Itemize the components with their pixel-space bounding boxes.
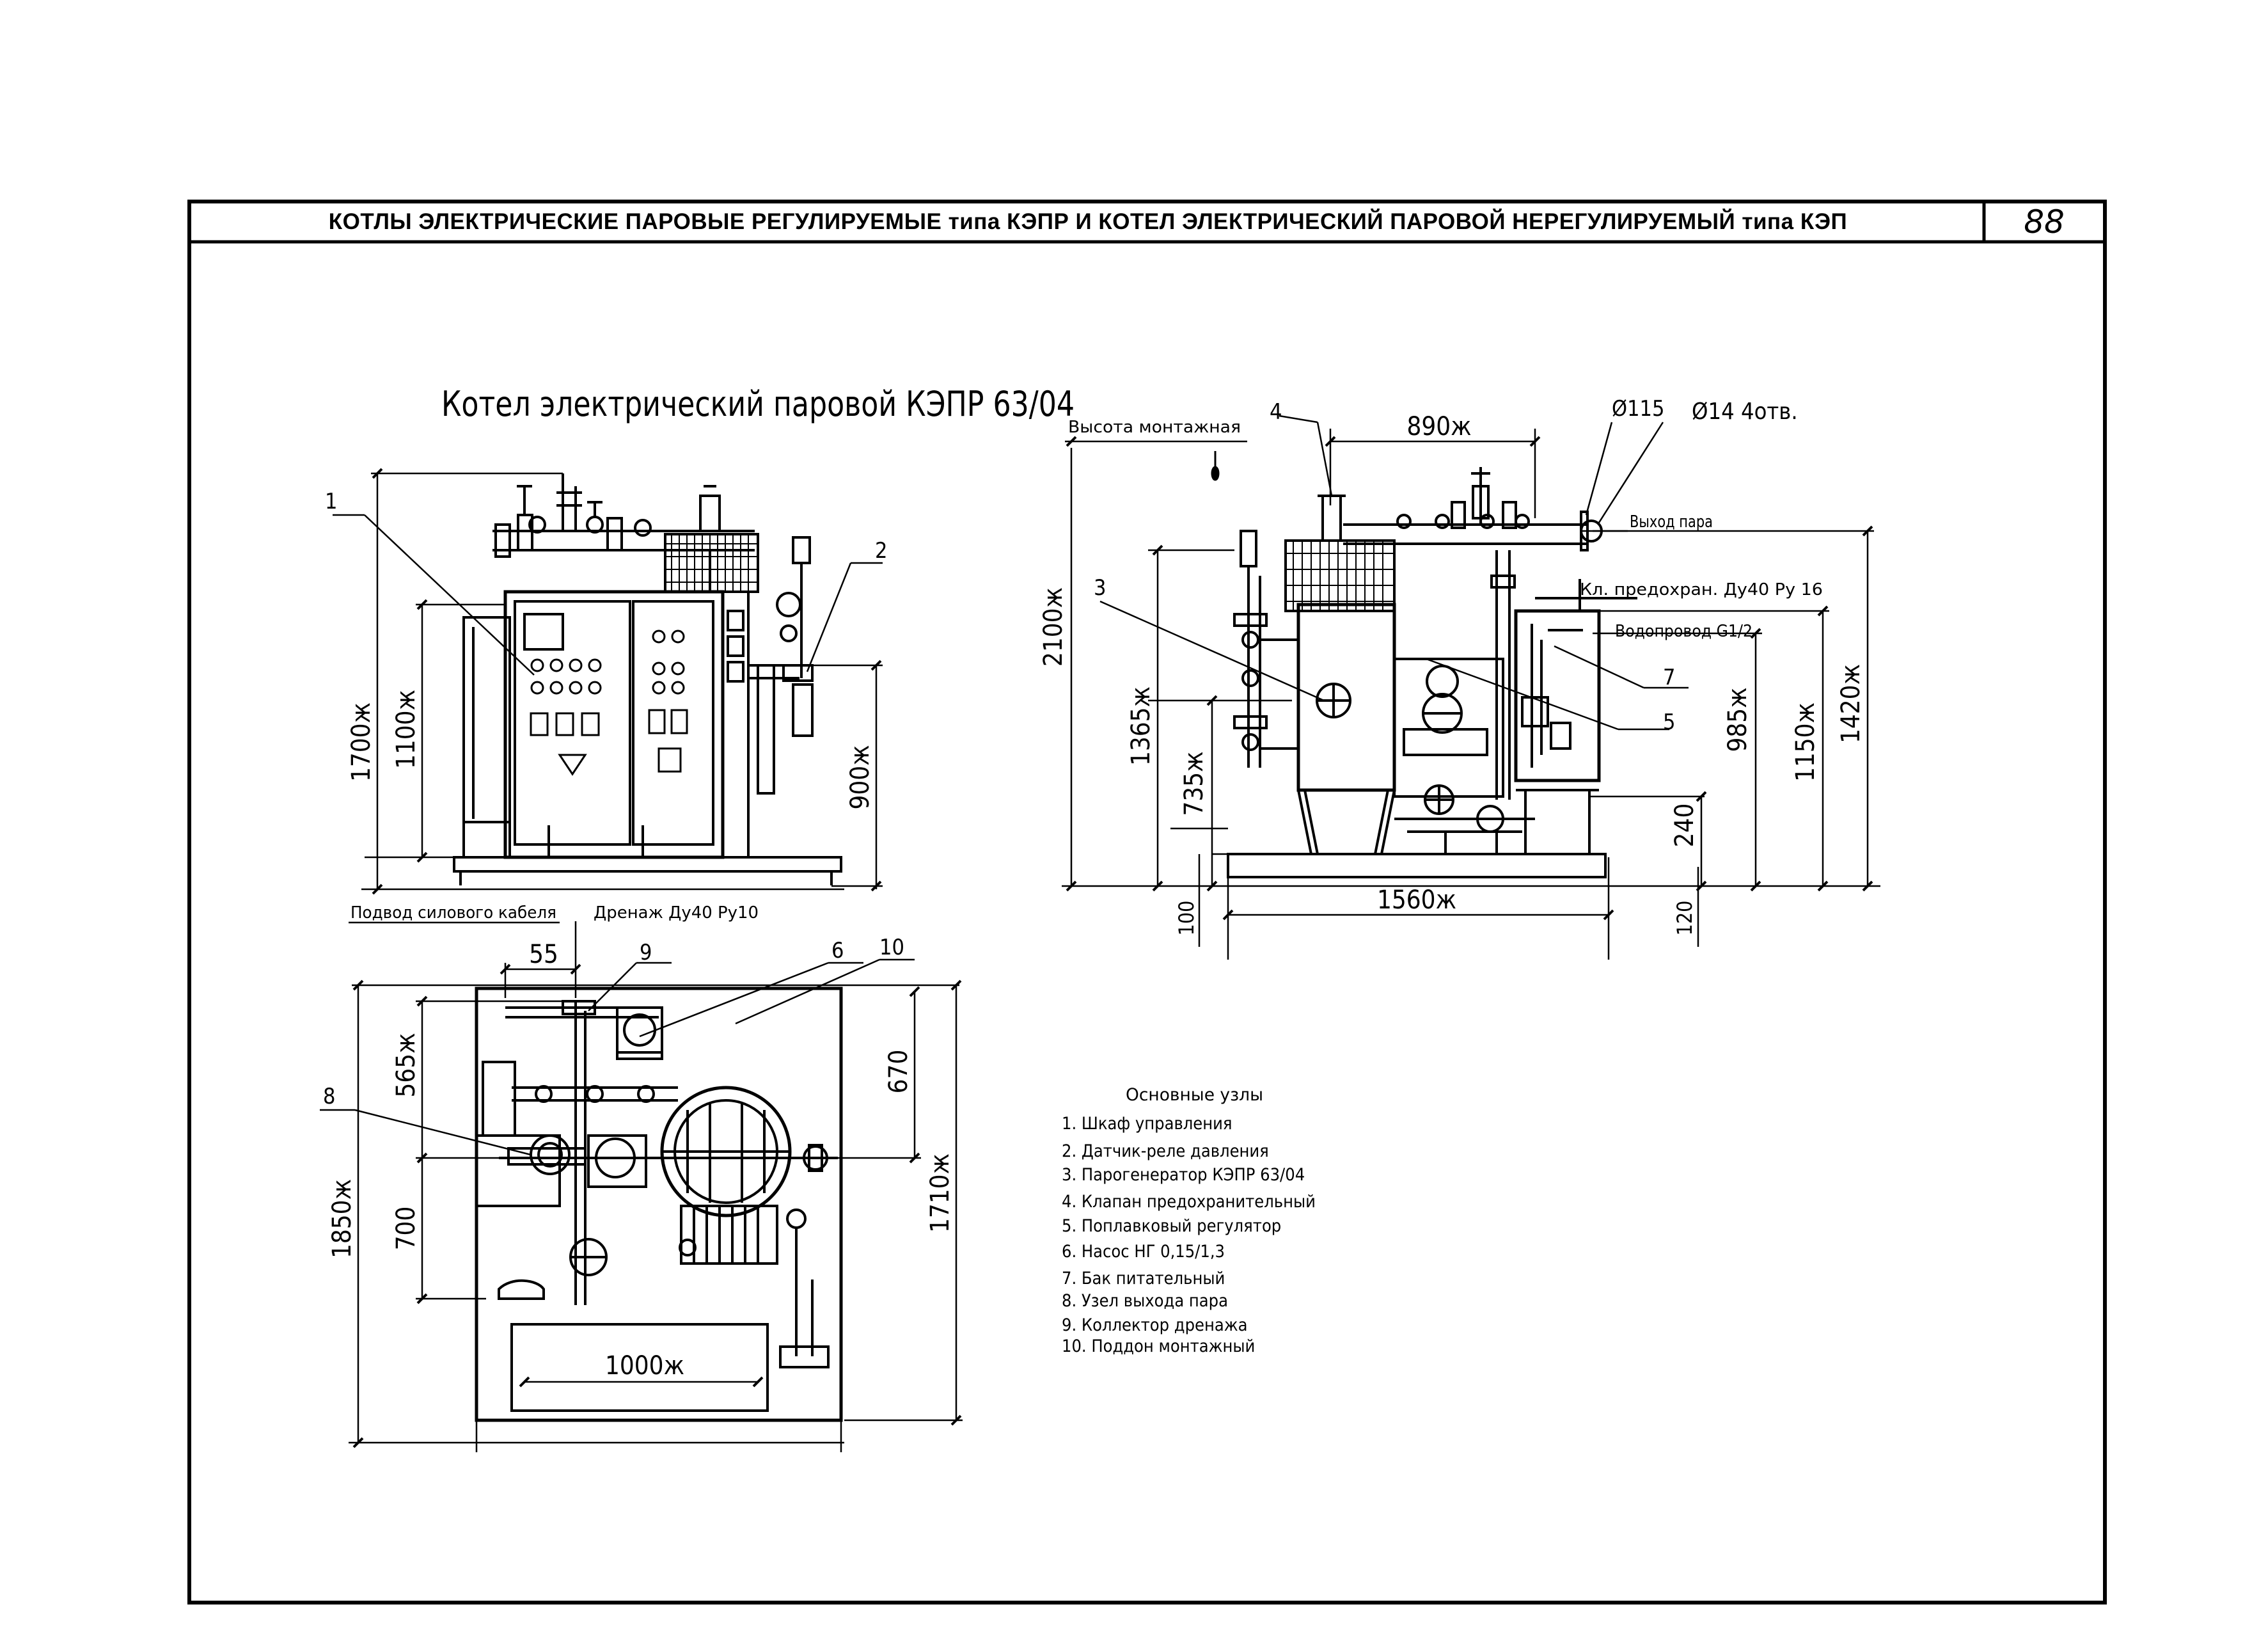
dim-55: 55 <box>529 940 558 969</box>
dim-1150: 1150ж <box>1791 702 1820 782</box>
dim-2100: 2100ж <box>1039 587 1068 667</box>
callout-8: 8 <box>323 1084 335 1109</box>
callout-2: 2 <box>875 538 887 564</box>
dim-670: 670 <box>884 1050 913 1094</box>
legend-item: 3. Парогенератор КЭПР 63/04 <box>1062 1165 1305 1185</box>
sheet-frame <box>187 200 2107 1604</box>
dim-240: 240 <box>1670 804 1699 848</box>
sheet-title: КОТЛЫ ЭЛЕКТРИЧЕСКИЕ ПАРОВЫЕ РЕГУЛИРУЕМЫЕ… <box>328 209 1848 234</box>
note-drain: Дренаж Ду40 Ру10 <box>594 903 759 923</box>
plan-view-dimensions <box>320 921 963 1452</box>
callout-10: 10 <box>879 935 904 960</box>
legend-item: 10. Поддон монтажный <box>1062 1336 1255 1356</box>
dim-1100: 1100ж <box>391 690 421 769</box>
legend-item: 5. Поплавковый регулятор <box>1062 1216 1281 1236</box>
dim-1700: 1700ж <box>347 702 376 782</box>
dim-890: 890ж <box>1406 412 1471 441</box>
callout-3: 3 <box>1094 575 1106 601</box>
legend-item: 8. Узел выхода пара <box>1062 1291 1228 1311</box>
dim-1710: 1710ж <box>925 1153 955 1233</box>
drawing-heading: Котел электрический паровой КЭПР 63/04 <box>441 384 1075 424</box>
dim-100: 100 <box>1174 901 1199 936</box>
front-view-dimensions <box>333 472 883 891</box>
mount-height-marker <box>1211 451 1220 481</box>
legend-title: Основные узлы <box>1126 1085 1263 1105</box>
plan-view-ticks <box>352 963 962 1448</box>
plan-view <box>475 986 843 1422</box>
dim-1420: 1420ж <box>1836 664 1866 743</box>
callout-6: 6 <box>831 938 844 963</box>
legend-item: 2. Датчик-реле давления <box>1062 1141 1269 1161</box>
side-view <box>1227 467 1637 878</box>
legend: Основные узлы 1. Шкаф управления 2. Датч… <box>1062 1085 1316 1356</box>
legend-item: 6. Насос НГ 0,15/1,3 <box>1062 1242 1225 1262</box>
note-holes: Ø14 4отв. <box>1692 399 1798 425</box>
callout-9: 9 <box>640 940 652 965</box>
side-view-dimensions <box>1062 415 1880 960</box>
dim-985: 985ж <box>1723 687 1752 752</box>
dim-120: 120 <box>1673 901 1697 936</box>
legend-item: 7. Бак питательный <box>1062 1269 1225 1288</box>
front-view <box>453 473 842 885</box>
side-view-ticks <box>1066 436 1873 921</box>
dim-565: 565ж <box>391 1033 421 1097</box>
legend-item: 1. Шкаф управления <box>1062 1114 1232 1134</box>
dim-700: 700 <box>391 1207 421 1251</box>
note-steam-out: Выход пара <box>1630 512 1713 532</box>
note-mount-height: Высота монтажная <box>1068 418 1241 437</box>
note-cable: Подвод силового кабеля <box>350 903 556 923</box>
note-safety-valve: Кл. предохран. Ду40 Ру 16 <box>1580 580 1823 599</box>
dim-1000: 1000ж <box>605 1351 684 1381</box>
legend-item: 4. Клапан предохранительный <box>1062 1192 1316 1212</box>
dim-735: 735ж <box>1179 751 1209 816</box>
callout-7: 7 <box>1663 665 1675 690</box>
dim-1850: 1850ж <box>327 1179 357 1258</box>
dim-1365: 1365ж <box>1126 686 1156 766</box>
page-number: 88 <box>2024 203 2065 241</box>
legend-item: 9. Коллектор дренажа <box>1062 1315 1248 1335</box>
note-flange-dia: Ø115 <box>1612 396 1664 422</box>
note-water: Водопровод G1/2 <box>1615 622 1752 641</box>
dim-900: 900ж <box>846 745 875 809</box>
front-view-ticks <box>372 468 882 895</box>
callout-4: 4 <box>1270 399 1282 425</box>
dim-1560: 1560ж <box>1377 885 1456 915</box>
callout-1: 1 <box>325 489 337 514</box>
callout-5: 5 <box>1663 709 1675 735</box>
